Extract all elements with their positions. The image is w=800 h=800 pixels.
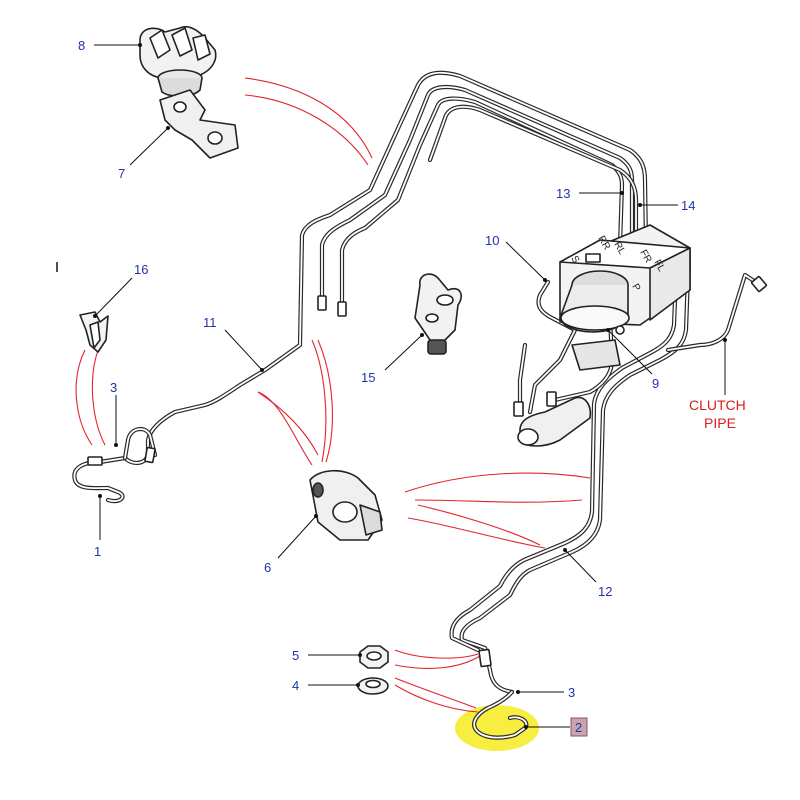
callout-11[interactable]: 11 (203, 315, 217, 330)
callout-1[interactable]: 1 (94, 544, 101, 559)
callout-5[interactable]: 5 (292, 648, 299, 663)
callout-14[interactable]: 14 (681, 198, 695, 213)
callout-7[interactable]: 7 (118, 166, 125, 181)
callout-8[interactable]: 8 (78, 38, 85, 53)
callout-16[interactable]: 16 (134, 262, 148, 277)
callout-leaders (93, 43, 727, 729)
callout-4[interactable]: 4 (292, 678, 299, 693)
clutch-pipe-label: CLUTCH PIPE (689, 397, 746, 431)
part-6-grommet (309, 469, 383, 541)
callout-9[interactable]: 9 (652, 376, 659, 391)
brake-pipes (72, 70, 763, 740)
callout-3-left[interactable]: 3 (110, 380, 117, 395)
callout-12[interactable]: 12 (598, 584, 612, 599)
pipe-fittings (87, 275, 768, 668)
part-16-clip (56, 262, 109, 353)
part-7-bracket (159, 89, 239, 159)
abs-label-s: S (568, 254, 581, 266)
callout-10[interactable]: 10 (485, 233, 499, 248)
abs-label-fl: FL (651, 258, 667, 274)
callout-15[interactable]: 15 (361, 370, 375, 385)
abs-label-p: P (629, 282, 642, 294)
part-8-clip-block (139, 25, 217, 98)
clutch-pipe-line1: CLUTCH (689, 397, 746, 413)
callout-6[interactable]: 6 (264, 560, 271, 575)
part-4-washer (357, 677, 389, 695)
part-15-pipe-clip (414, 273, 462, 355)
callout-13[interactable]: 13 (556, 186, 570, 201)
callout-2-box (570, 717, 588, 737)
callout-2[interactable]: 2 (575, 720, 582, 735)
red-leader-lines (75, 77, 591, 713)
callout-numbers: 8 7 16 11 3 1 6 15 10 13 14 9 12 5 4 3 2 (78, 38, 695, 737)
part-5-nut (359, 645, 389, 669)
abs-port-labels: S RR RL FR FL P (568, 234, 667, 294)
clutch-pipe-line2: PIPE (704, 415, 736, 431)
abs-modulator (517, 224, 691, 447)
callout-3-right[interactable]: 3 (568, 685, 575, 700)
